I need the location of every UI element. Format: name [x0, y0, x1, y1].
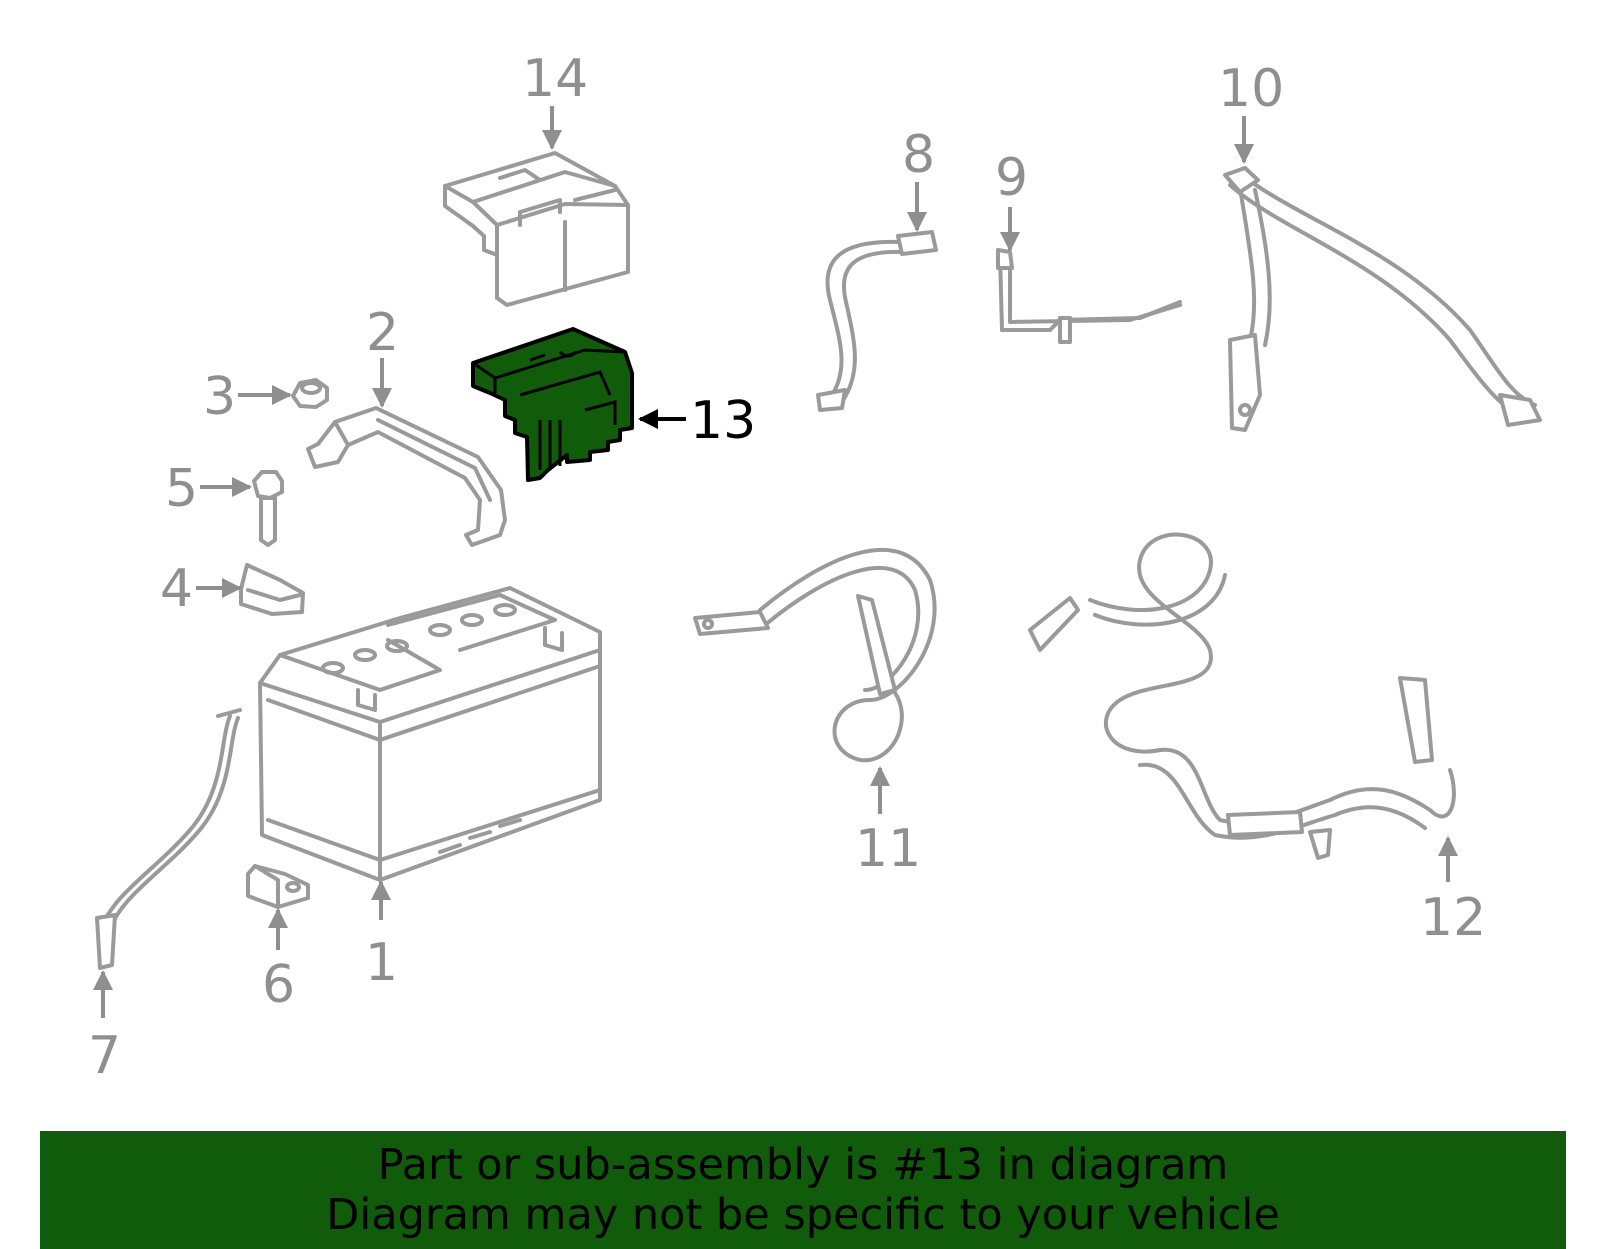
callout-label-1[interactable]: 1 — [365, 933, 398, 993]
callout-label-10[interactable]: 10 — [1218, 59, 1284, 119]
part-6-clamp[interactable] — [246, 864, 310, 909]
part-11-negative-cable[interactable] — [693, 547, 937, 763]
part-14-battery-cover[interactable] — [443, 151, 630, 307]
callout-label-6[interactable]: 6 — [262, 955, 295, 1015]
callout-labels: 14 2 3 5 4 1 6 7 8 9 10 11 12 13 — [88, 49, 1486, 1086]
callout-label-12[interactable]: 12 — [1420, 888, 1486, 948]
part-2-hold-down-bracket[interactable] — [306, 406, 507, 547]
callout-label-5[interactable]: 5 — [165, 459, 198, 519]
callout-label-11[interactable]: 11 — [855, 819, 921, 879]
part-7-sensor-wire[interactable] — [95, 708, 242, 970]
callout-label-9[interactable]: 9 — [995, 148, 1028, 208]
callout-label-4[interactable]: 4 — [160, 559, 193, 619]
part-5-bolt[interactable] — [252, 470, 284, 547]
part-9-sensor-bracket[interactable] — [996, 248, 1182, 344]
banner-line-2: Diagram may not be specific to your vehi… — [326, 1190, 1280, 1240]
part-13-fuse-block[interactable] — [471, 327, 634, 482]
info-banner: Part or sub-assembly is #13 in diagram D… — [40, 1131, 1566, 1249]
part-8-cable[interactable] — [816, 230, 938, 412]
part-10-positive-cable[interactable] — [1223, 166, 1542, 432]
banner-line-1: Part or sub-assembly is #13 in diagram — [377, 1140, 1229, 1190]
part-4-bracket[interactable] — [239, 563, 305, 616]
part-12-harness[interactable] — [1028, 532, 1456, 860]
callout-label-3[interactable]: 3 — [203, 367, 236, 427]
part-1-battery[interactable] — [258, 586, 602, 882]
callout-label-2[interactable]: 2 — [366, 303, 399, 363]
callout-label-7[interactable]: 7 — [88, 1026, 121, 1086]
callout-label-13[interactable]: 13 — [690, 391, 756, 451]
part-3-nut[interactable] — [291, 378, 329, 409]
callout-label-14[interactable]: 14 — [522, 49, 588, 109]
callout-arrows — [93, 106, 1458, 1018]
callout-label-8[interactable]: 8 — [902, 125, 935, 185]
